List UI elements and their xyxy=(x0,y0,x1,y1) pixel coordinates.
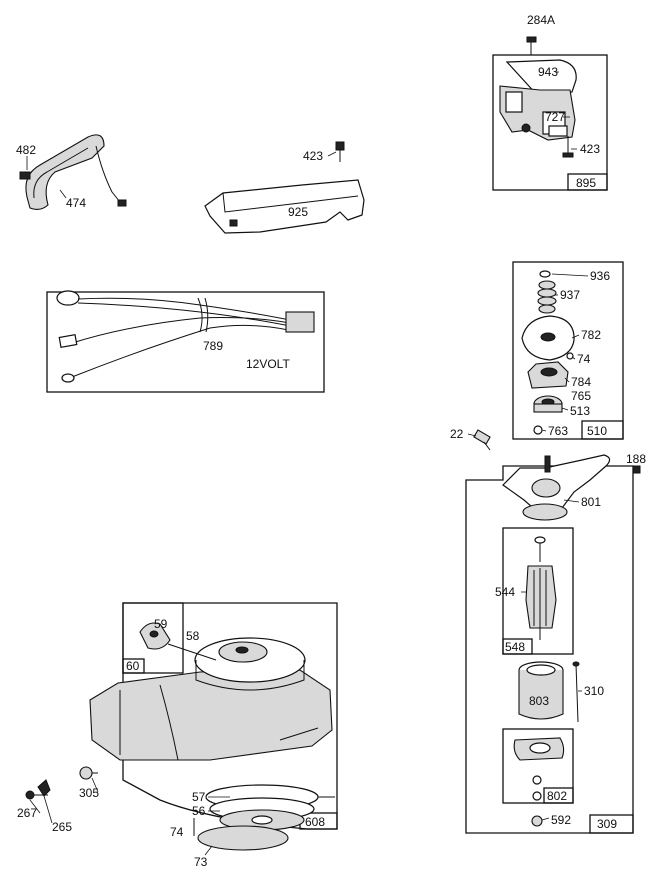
spring-937-part xyxy=(537,280,557,314)
plate-73-part xyxy=(197,825,289,851)
label-789: 789 xyxy=(203,339,223,353)
screw-305-part xyxy=(79,766,98,780)
label-943: 943 xyxy=(538,65,558,79)
label-423-cover: 423 xyxy=(303,149,323,163)
label-765: 765 xyxy=(571,389,591,403)
starter-motor-assembly xyxy=(465,429,641,834)
label-727: 727 xyxy=(545,110,565,124)
label-895: 895 xyxy=(576,176,596,190)
carburetor-body-part xyxy=(499,59,577,141)
label-592: 592 xyxy=(551,813,571,827)
label-310: 310 xyxy=(584,684,604,698)
blower-housing-part xyxy=(89,669,333,761)
label-801: 801 xyxy=(581,495,601,509)
label-59: 59 xyxy=(154,617,168,631)
clip-936-part xyxy=(539,270,551,278)
label-12volt: 12VOLT xyxy=(246,357,290,371)
label-608: 608 xyxy=(305,815,325,829)
armature-544-part xyxy=(525,536,557,640)
label-937: 937 xyxy=(560,288,580,302)
label-803: 803 xyxy=(529,694,549,708)
screw-267-part xyxy=(25,790,35,800)
drive-kit-box xyxy=(512,261,624,440)
label-56: 56 xyxy=(192,804,206,818)
screw-284a-part xyxy=(526,36,537,55)
wiring-harness-assembly xyxy=(46,290,325,393)
label-513: 513 xyxy=(570,404,590,418)
end-cap-801-part xyxy=(502,454,611,521)
handle-474-part xyxy=(19,134,127,211)
housing-803-part xyxy=(518,661,564,720)
kit-802-box xyxy=(543,787,574,804)
rope-58-part xyxy=(167,643,217,661)
label-265: 265 xyxy=(52,820,72,834)
label-74-blower: 74 xyxy=(170,825,184,839)
label-305: 305 xyxy=(79,786,99,800)
end-cap-802-part xyxy=(513,737,565,801)
blower-housing-assembly xyxy=(25,602,338,851)
pinion-784-part xyxy=(527,361,569,389)
harness-789-part xyxy=(56,290,315,383)
bolt-22-part xyxy=(473,429,491,451)
label-925: 925 xyxy=(288,205,308,219)
label-267: 267 xyxy=(17,806,37,820)
carburetor-assembly xyxy=(492,36,608,191)
label-58: 58 xyxy=(186,629,200,643)
label-544: 544 xyxy=(495,585,515,599)
label-57: 57 xyxy=(192,790,206,804)
clutch-513-part xyxy=(533,395,563,413)
label-482: 482 xyxy=(16,143,36,157)
gear-782-part xyxy=(521,315,575,361)
label-73: 73 xyxy=(194,855,208,869)
label-782: 782 xyxy=(581,328,601,342)
kit-895-box xyxy=(567,173,608,191)
label-188: 188 xyxy=(626,452,646,466)
kit-60-label-box xyxy=(122,658,145,674)
label-423-carb: 423 xyxy=(580,142,600,156)
leader-lines xyxy=(26,71,637,856)
label-22: 22 xyxy=(450,427,464,441)
nut-763-part xyxy=(533,425,543,435)
label-284a: 284A xyxy=(527,13,555,27)
washer-74-part xyxy=(566,352,574,360)
label-763: 763 xyxy=(548,424,568,438)
motor-kit-box xyxy=(465,465,634,834)
armature-kit-box xyxy=(502,527,574,655)
starter-handle-59-part xyxy=(139,622,171,650)
label-548: 548 xyxy=(505,640,525,654)
kit-60-box xyxy=(122,602,184,674)
kit-510-box xyxy=(581,420,624,440)
label-474: 474 xyxy=(66,196,86,210)
bolt-188-part xyxy=(632,465,641,474)
carburetor-kit-box xyxy=(492,54,608,191)
rewind-starter-part xyxy=(194,637,306,691)
label-510: 510 xyxy=(587,424,607,438)
label-60: 60 xyxy=(126,659,140,673)
pulley-spring-part xyxy=(205,784,335,831)
label-802: 802 xyxy=(547,789,567,803)
end-cap-kit-box xyxy=(502,728,574,804)
kit-309-box xyxy=(589,814,634,834)
kit-548-box xyxy=(502,638,533,655)
part-labels: 284A 943 727 423 895 482 474 423 925 789… xyxy=(16,13,646,869)
harness-kit-box xyxy=(46,291,325,393)
label-309: 309 xyxy=(597,817,617,831)
cover-925-part xyxy=(204,141,365,234)
nut-592-part xyxy=(531,815,543,827)
starter-drive-assembly xyxy=(512,261,624,440)
label-74-drive: 74 xyxy=(577,352,591,366)
label-784: 784 xyxy=(571,375,591,389)
screw-423-carb-part xyxy=(562,136,574,158)
bolt-310-part xyxy=(572,661,580,723)
label-936: 936 xyxy=(590,269,610,283)
